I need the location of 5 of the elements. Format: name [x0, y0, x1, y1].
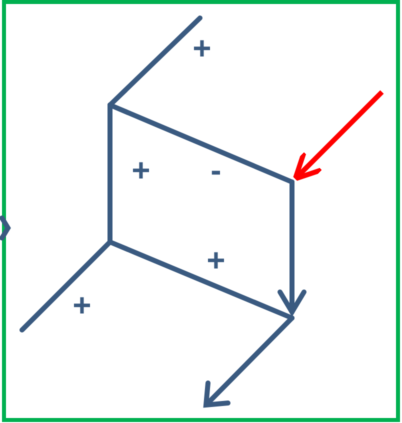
- sign-label: +: [206, 244, 226, 276]
- sign-label: +: [192, 32, 212, 64]
- sign-label: +: [132, 154, 150, 186]
- sign-label: -: [210, 154, 222, 186]
- sign-label: +: [72, 289, 92, 321]
